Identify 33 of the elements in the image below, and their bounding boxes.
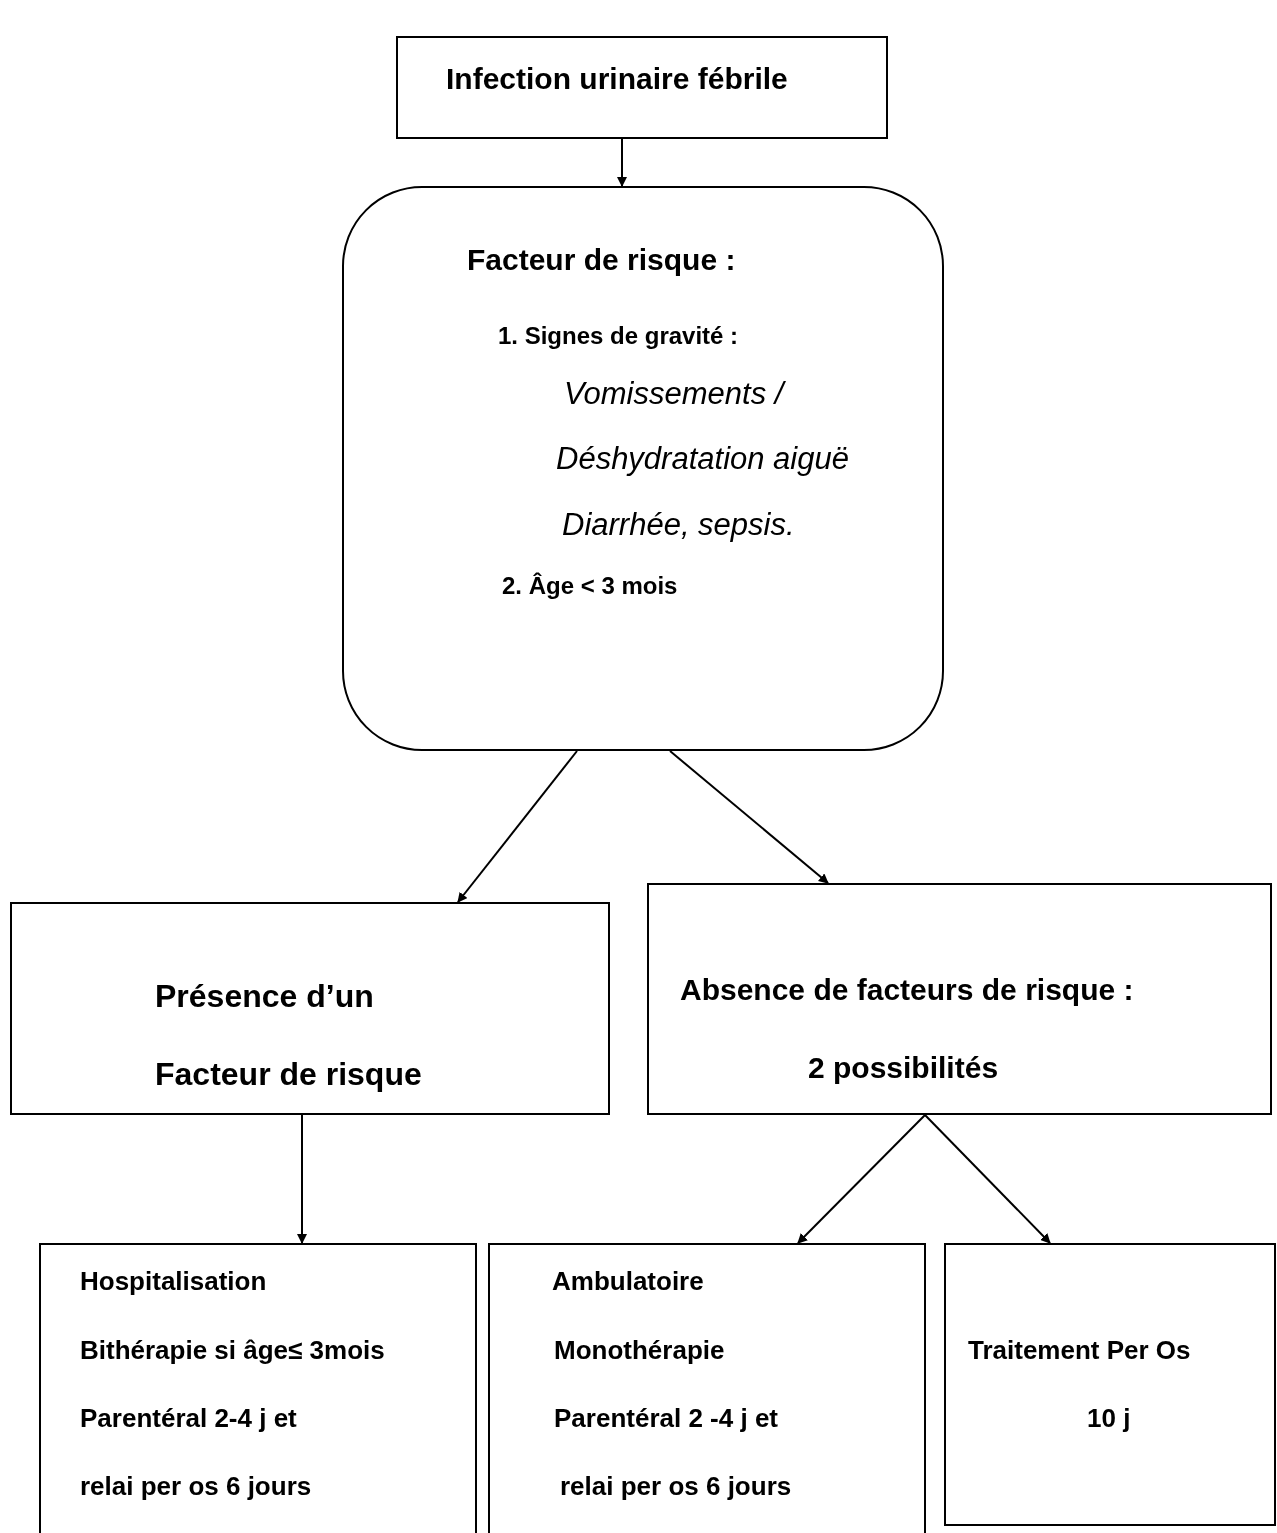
- process-box: [647, 883, 1272, 1115]
- process-box: [10, 902, 610, 1115]
- node-text: 10 j: [1087, 1404, 1131, 1434]
- node-text: 1. Signes de gravité :: [498, 322, 739, 350]
- node-text: Vomissements /: [564, 376, 784, 412]
- node-text: Présence d’un Facteur de risque: [155, 977, 423, 1094]
- node-text: Diarrhée, sepsis.: [562, 507, 795, 543]
- node-text: 2 possibilités: [808, 1051, 999, 1086]
- node-text: Ambulatoire: [552, 1267, 704, 1297]
- node-text: Monothérapie: [554, 1336, 725, 1366]
- node-text: Parentéral 2-4 j et: [80, 1404, 297, 1434]
- node-text: Bithérapie si âge≤ 3mois: [80, 1336, 385, 1366]
- node-text: Hospitalisation: [80, 1267, 267, 1297]
- process-box: [396, 36, 888, 139]
- arrow: [457, 750, 578, 903]
- arrow: [617, 138, 627, 187]
- arrow: [797, 1114, 926, 1244]
- node-text: Traitement Per Os: [968, 1336, 1191, 1366]
- process-box: [488, 1243, 926, 1533]
- node-text: relai per os 6 jours: [80, 1472, 312, 1502]
- node-text: Infection urinaire fébrile: [446, 62, 788, 97]
- process-box: [39, 1243, 477, 1533]
- node-text: 2. Âge < 3 mois: [502, 572, 678, 600]
- arrow: [669, 750, 829, 884]
- arrow: [924, 1114, 1051, 1244]
- node-text: Déshydratation aiguë: [556, 441, 849, 477]
- node-text: relai per os 6 jours: [560, 1472, 792, 1502]
- process-box: [944, 1243, 1276, 1526]
- node-text: Absence de facteurs de risque :: [680, 973, 1134, 1008]
- node-text: Parentéral 2 -4 j et: [554, 1404, 778, 1434]
- node-text: Facteur de risque :: [467, 243, 736, 278]
- arrow: [297, 1114, 307, 1244]
- rounded-box: [342, 186, 944, 751]
